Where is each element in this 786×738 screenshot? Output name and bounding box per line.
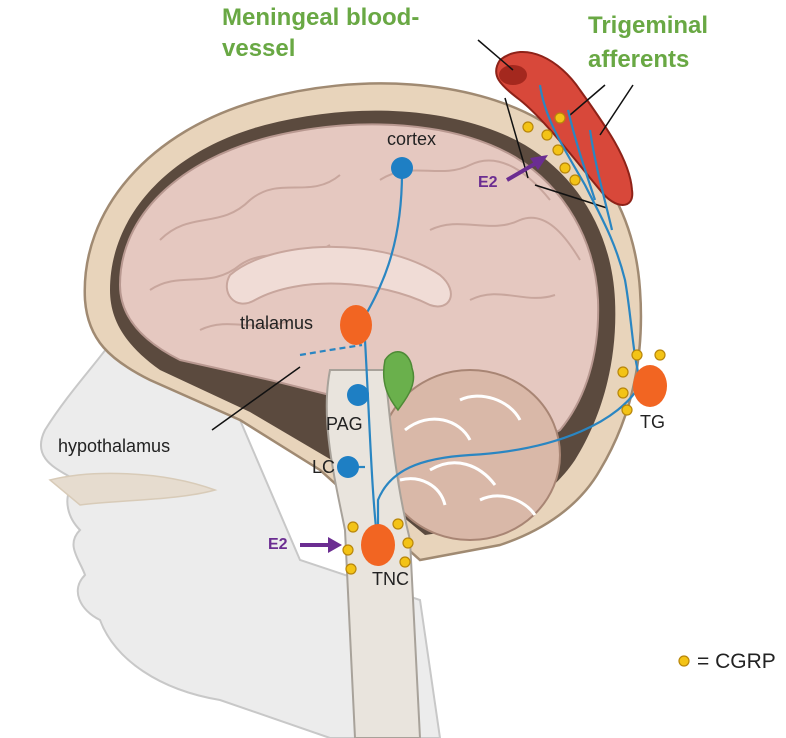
corpus-callosum <box>225 245 452 308</box>
green-structure <box>383 350 415 412</box>
cheek-shading <box>48 472 218 506</box>
tnc-nucleus <box>361 524 395 566</box>
cortex-label: cortex <box>387 129 437 149</box>
lc-nucleus <box>337 456 359 478</box>
meningeal-label-line2: vessel <box>222 35 296 62</box>
lc-label: LC <box>312 457 336 477</box>
face-profile <box>39 329 442 738</box>
e2-arrows <box>300 155 548 553</box>
tg-label: TG <box>640 412 665 432</box>
pag-nucleus <box>347 384 369 406</box>
meningeal-label-line1: Meningeal blood- <box>222 4 420 31</box>
nerve-fibers <box>299 84 642 546</box>
trigeminal-label-line2: afferents <box>588 46 690 73</box>
cgrp-legend-dot <box>678 655 690 667</box>
thalamus-label: thalamus <box>240 313 314 333</box>
hypothalamus-label: hypothalamus <box>58 436 171 456</box>
thalamus-nucleus <box>340 305 372 345</box>
e2-label-top: E2 <box>478 174 498 191</box>
cgrp-legend-label: = CGRP <box>697 650 776 673</box>
tnc-label: TNC <box>372 569 409 589</box>
e2-label-bottom: E2 <box>268 536 288 553</box>
tg-nucleus <box>633 365 667 407</box>
cgrp-dots <box>342 112 690 667</box>
trigeminal-label-line1: Trigeminal <box>588 12 709 39</box>
meningeal-vessel <box>495 50 634 206</box>
cortex-nucleus <box>391 157 413 179</box>
pag-label: PAG <box>326 414 363 434</box>
nuclei <box>337 157 667 566</box>
